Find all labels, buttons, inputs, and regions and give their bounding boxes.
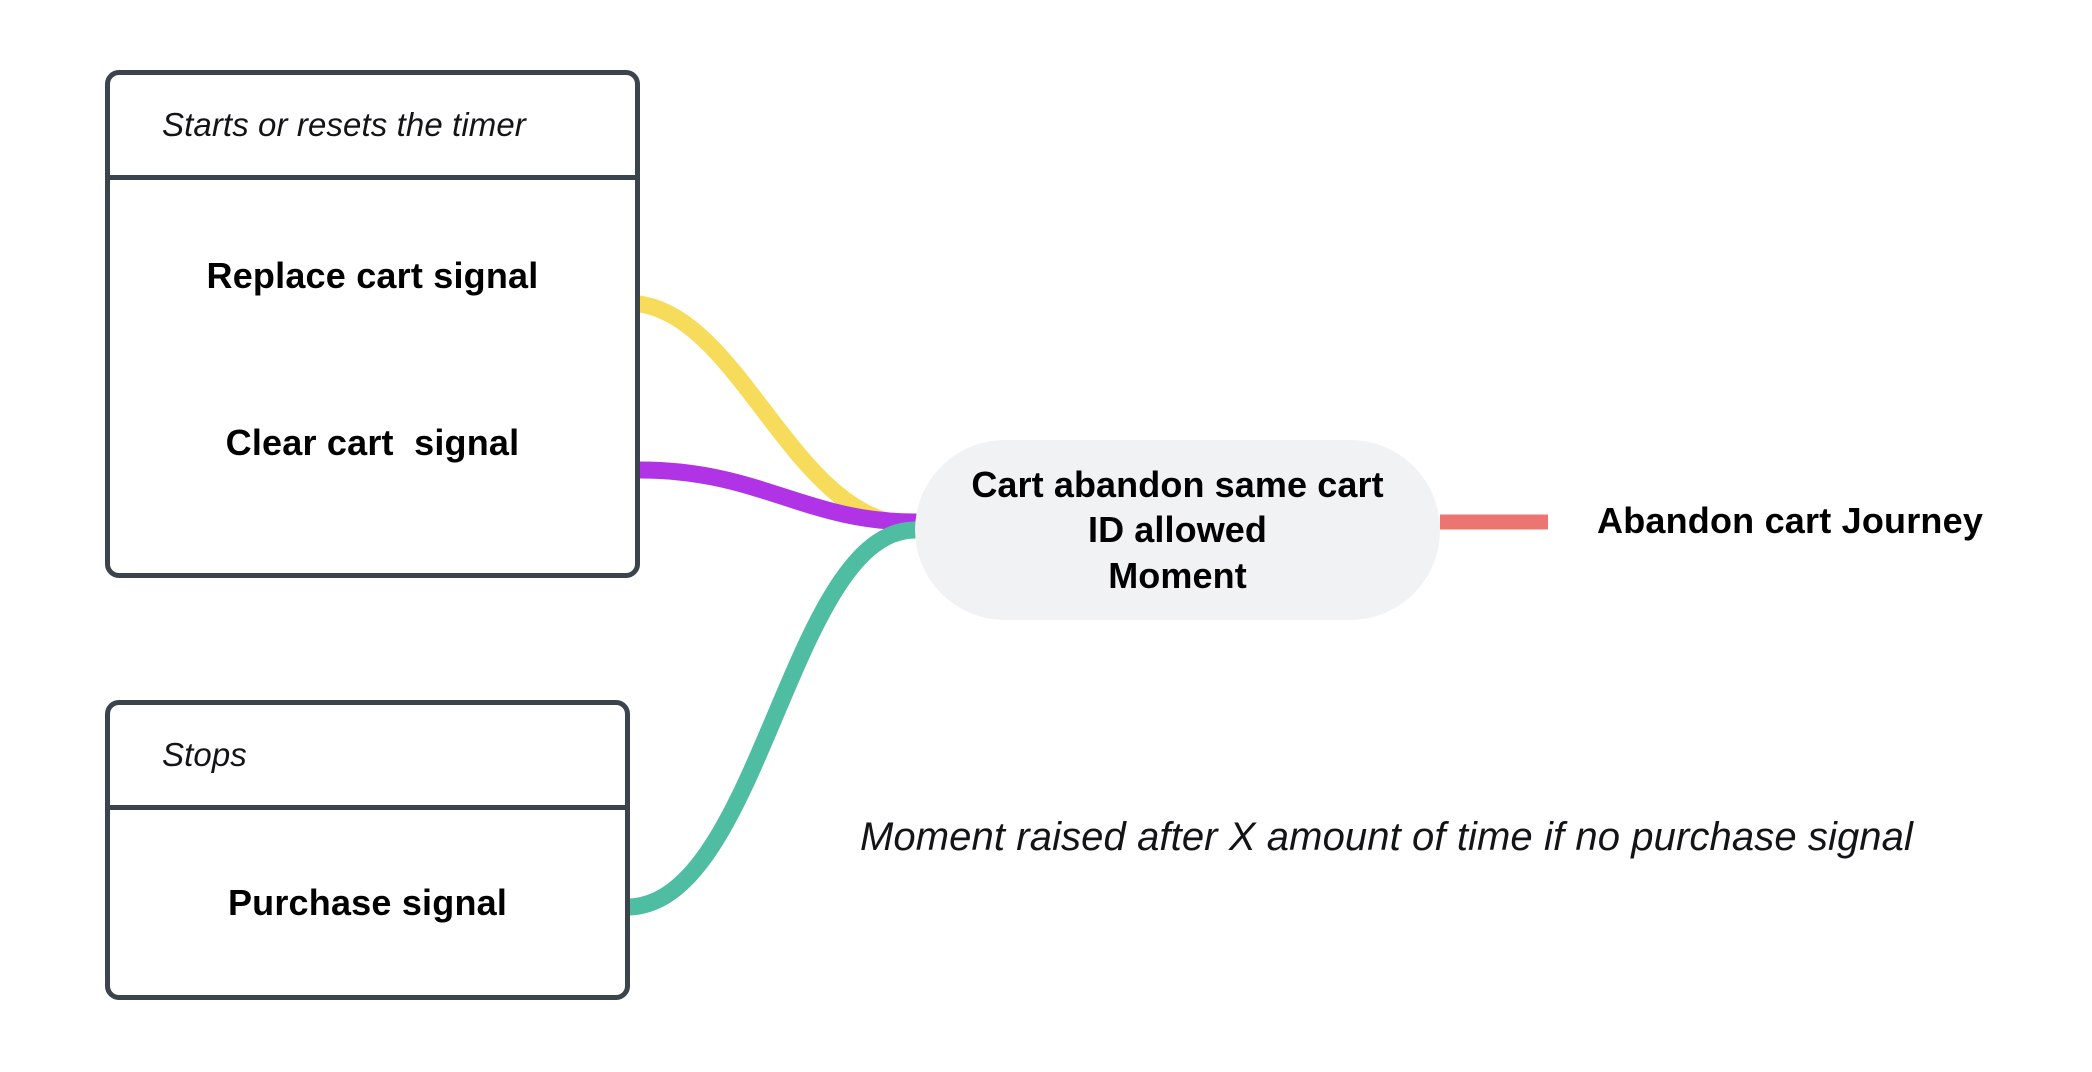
- group-header-label: Stops: [162, 736, 247, 773]
- signal-item-replace-cart-signal[interactable]: Replace cart signal: [206, 255, 539, 296]
- group-header-stops: Stops: [110, 705, 625, 810]
- journey-label-abandon-cart[interactable]: Abandon cart Journey: [1597, 500, 1984, 541]
- moment-node-cart-abandon[interactable]: Cart abandon same cart ID allowed Moment: [915, 440, 1440, 620]
- edge-clear-cart-signal: [631, 461, 924, 531]
- edge-replace-cart-signal: [618, 294, 924, 534]
- moment-node-label: Cart abandon same cart ID allowed Moment: [971, 463, 1384, 596]
- signal-item-clear-cart-signal[interactable]: Clear cart signal: [225, 422, 520, 463]
- signal-item-purchase-signal[interactable]: Purchase signal: [227, 882, 508, 923]
- group-body-stops: Purchase signal: [110, 810, 625, 995]
- group-header-starts-or-resets: Starts or resets the timer: [110, 75, 635, 180]
- group-header-label: Starts or resets the timer: [162, 106, 526, 143]
- group-body-starts-or-resets: Replace cart signal Clear cart signal: [110, 180, 635, 573]
- footnote-moment-timing: Moment raised after X amount of time if …: [860, 815, 1913, 859]
- signal-group-starts-or-resets: Starts or resets the timer Replace cart …: [105, 70, 640, 578]
- signal-group-stops: Stops Purchase signal: [105, 700, 630, 1000]
